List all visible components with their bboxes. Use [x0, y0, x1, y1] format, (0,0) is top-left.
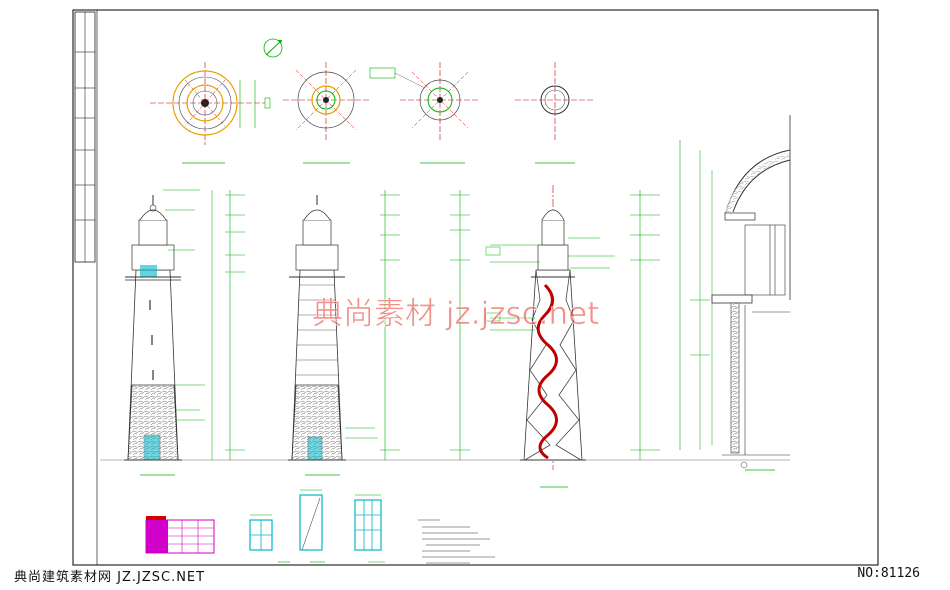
detail-section	[679, 115, 791, 471]
dimension-column-3	[630, 190, 660, 460]
elevation-side	[288, 195, 378, 476]
window-detail-2	[354, 494, 385, 563]
dimension-column-1	[211, 190, 245, 460]
plan-view-1	[150, 62, 271, 164]
north-arrow-icon	[263, 38, 283, 58]
plan-view-2	[283, 62, 370, 164]
title-block-frame	[72, 9, 879, 566]
dimension-column-2	[380, 190, 470, 460]
door-detail	[299, 489, 325, 563]
plan-view-3	[369, 62, 480, 164]
plan-view-4	[515, 62, 595, 164]
section-1-1	[485, 185, 615, 488]
legend-table	[145, 516, 215, 554]
notes-block	[418, 519, 495, 564]
footer-site-label: 典尚建筑素材网 JZ.JZSC.NET	[14, 570, 206, 585]
watermark-text: 典尚素材 jz.jzsc.net	[312, 296, 599, 332]
window-detail-1	[249, 514, 290, 563]
elevation-front	[124, 189, 205, 476]
footer-number-label: NO:81126	[857, 566, 920, 581]
